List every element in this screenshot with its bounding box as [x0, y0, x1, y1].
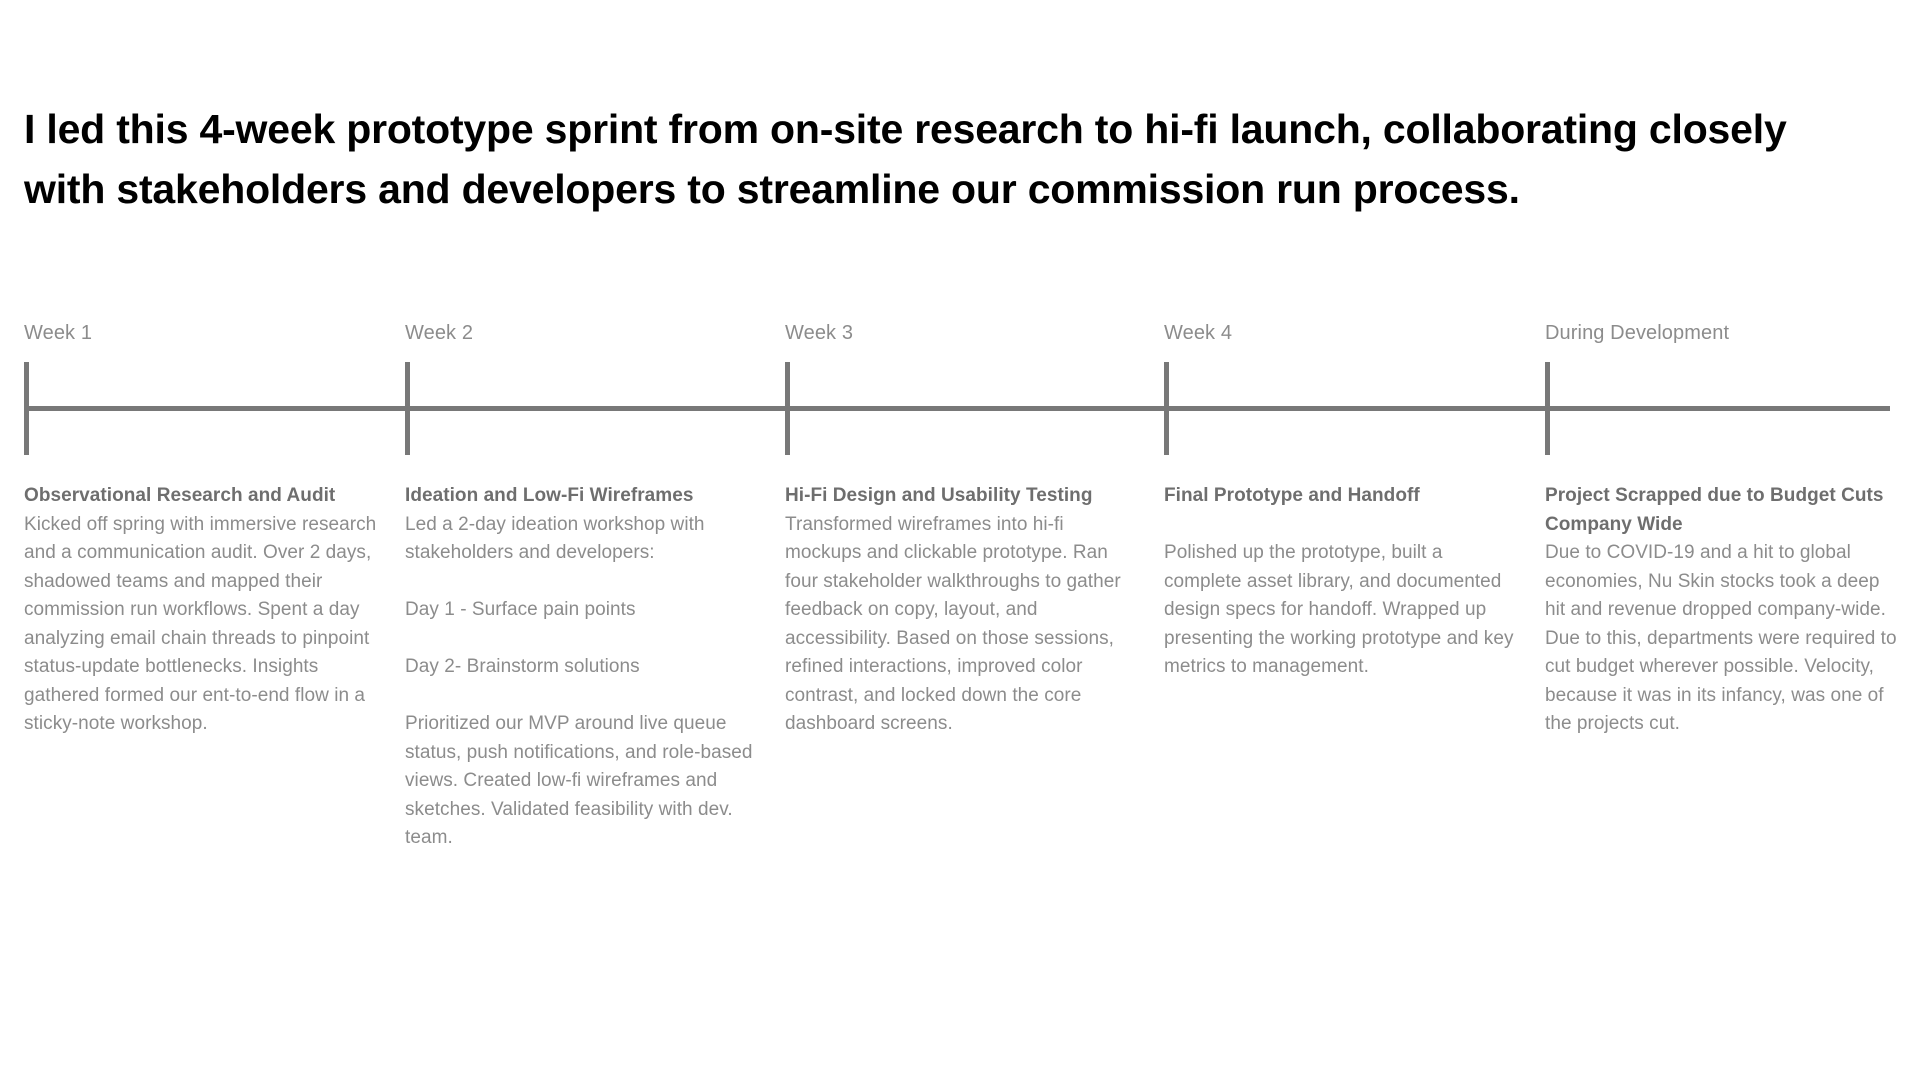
period-label-week-2: Week 2 [405, 322, 474, 344]
period-label-week-1: Week 1 [24, 322, 93, 344]
timeline-tick-week-3 [785, 362, 790, 455]
timeline-tick-week-4 [1164, 362, 1169, 455]
timeline-columns: Observational Research and Audit Kicked … [0, 482, 1920, 1042]
timeline-column-ideation-and-low-fi-wireframes: Ideation and Low-Fi Wireframes Led a 2-d… [405, 482, 763, 853]
timeline-column-observational-research-and-audit: Observational Research and Audit Kicked … [24, 482, 382, 739]
column-title: Ideation and Low-Fi Wireframes [405, 485, 694, 506]
timeline-tick-week-2 [405, 362, 410, 455]
timeline: Week 1 Week 2 Week 3 Week 4 During Devel… [0, 320, 1920, 460]
timeline-tick-week-1 [24, 362, 29, 455]
column-title: Observational Research and Audit [24, 485, 336, 506]
column-body: Led a 2-day ideation workshop with stake… [405, 513, 753, 849]
period-label-week-3: Week 3 [785, 322, 854, 344]
column-title: Project Scrapped due to Budget Cuts Comp… [1545, 485, 1884, 535]
page-headline: I led this 4-week prototype sprint from … [24, 106, 1798, 213]
column-title: Hi-Fi Design and Usability Testing [785, 485, 1093, 506]
column-body: Kicked off spring with immersive researc… [24, 513, 382, 735]
timeline-axis-line [24, 406, 1890, 411]
column-body: Due to COVID-19 and a hit to global econ… [1545, 542, 1902, 734]
column-title: Final Prototype and Handoff [1164, 485, 1420, 506]
timeline-column-project-scrapped: Project Scrapped due to Budget Cuts Comp… [1545, 482, 1903, 739]
timeline-tick-during-development [1545, 362, 1550, 455]
timeline-column-final-prototype-and-handoff: Final Prototype and Handoff Polished up … [1164, 482, 1522, 682]
column-body: Transformed wireframes into hi-fi mockup… [785, 513, 1127, 735]
timeline-column-hi-fi-design-and-usability-testing: Hi-Fi Design and Usability Testing Trans… [785, 482, 1143, 739]
period-label-during-development: During Development [1545, 322, 1730, 344]
column-body: Polished up the prototype, built a compl… [1164, 542, 1514, 677]
period-label-week-4: Week 4 [1164, 322, 1233, 344]
